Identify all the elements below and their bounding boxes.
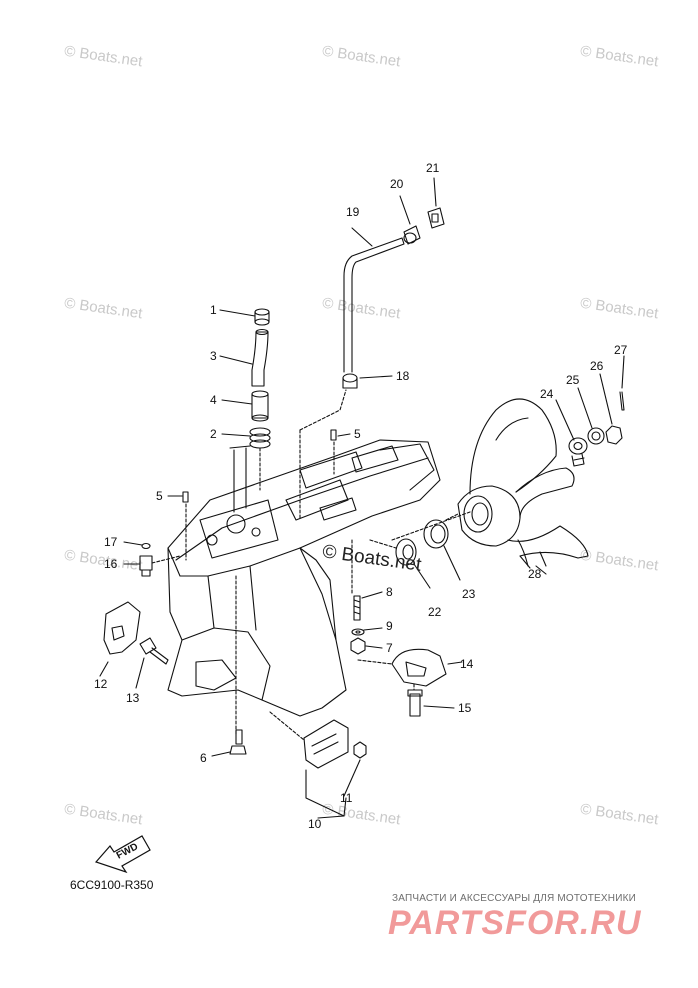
callout-20: 20	[390, 177, 404, 191]
brand-tagline: ЗАПЧАСТИ И АКСЕССУАРЫ ДЛЯ МОТОТЕХНИКИ	[392, 893, 637, 904]
callout-14: 14	[460, 657, 474, 671]
part-12-cover	[99, 601, 141, 677]
callout-2: 2	[210, 427, 217, 441]
callout-17: 17	[104, 535, 118, 549]
callout-27: 27	[614, 343, 628, 357]
part-13-bolt	[135, 637, 169, 689]
callout-5-left: 5	[156, 489, 163, 503]
callout-18: 18	[396, 369, 410, 383]
part-25-washer	[577, 387, 605, 445]
part-2-seal	[221, 427, 271, 491]
callout-5-right: 5	[354, 427, 361, 441]
callout-3: 3	[210, 349, 217, 363]
part-14-trim-tab	[357, 648, 463, 687]
part-4-seal	[221, 390, 269, 422]
callout-15: 15	[458, 701, 472, 715]
callout-26: 26	[590, 359, 604, 373]
part-20-grommet	[399, 195, 421, 245]
part-26-nut	[599, 373, 623, 445]
callout-1: 1	[210, 303, 217, 317]
callout-16: 16	[104, 557, 118, 571]
callout-12: 12	[94, 677, 108, 691]
callout-11: 11	[340, 791, 353, 805]
part-22-thrust-washer	[369, 538, 431, 589]
brand-logo: PARTSFOR.RU	[388, 904, 642, 942]
callout-21: 21	[426, 161, 440, 175]
callout-10: 10	[308, 817, 322, 831]
callout-25: 25	[566, 373, 580, 387]
part-5-dowel-left	[167, 491, 189, 561]
callout-23: 23	[462, 587, 476, 601]
part-21-holder	[427, 177, 445, 229]
callout-4: 4	[210, 393, 217, 407]
part-17-washer	[123, 541, 151, 550]
part-28-propeller	[457, 398, 589, 575]
part-5-dowel-right	[330, 429, 351, 475]
part-11-nut	[343, 741, 367, 797]
callout-13: 13	[126, 691, 140, 705]
part-9-washer	[351, 627, 383, 636]
lower-case-housing	[167, 439, 441, 717]
callout-19: 19	[346, 205, 360, 219]
part-24-washer	[555, 399, 588, 467]
callout-8: 8	[386, 585, 393, 599]
callout-9: 9	[386, 619, 393, 633]
part-15-bolt	[407, 683, 455, 717]
part-27-cotter-pin	[619, 355, 625, 411]
fwd-arrow	[94, 835, 151, 874]
callout-24: 24	[540, 387, 554, 401]
part-1-grommet	[219, 308, 270, 326]
callout-7: 7	[386, 641, 393, 655]
part-10-anode	[269, 711, 349, 819]
part-16-nipple	[123, 555, 181, 577]
part-18-grommet	[342, 373, 393, 389]
part-23-spacer	[423, 519, 461, 581]
callout-6: 6	[200, 751, 207, 765]
diagram-code: 6CC9100-R350	[70, 878, 154, 892]
callout-22: 22	[428, 605, 442, 619]
part-7-nut	[350, 637, 383, 655]
part-8-stud	[351, 539, 383, 621]
part-3-water-tube	[219, 328, 269, 387]
callout-28: 28	[528, 567, 542, 581]
part-19-water-pipe	[299, 227, 405, 521]
part-6-bolt	[211, 575, 247, 757]
callouts: 1 2 3 4 5 5 6 7 8 9 10 11 12 13 14 15 16…	[94, 161, 628, 831]
